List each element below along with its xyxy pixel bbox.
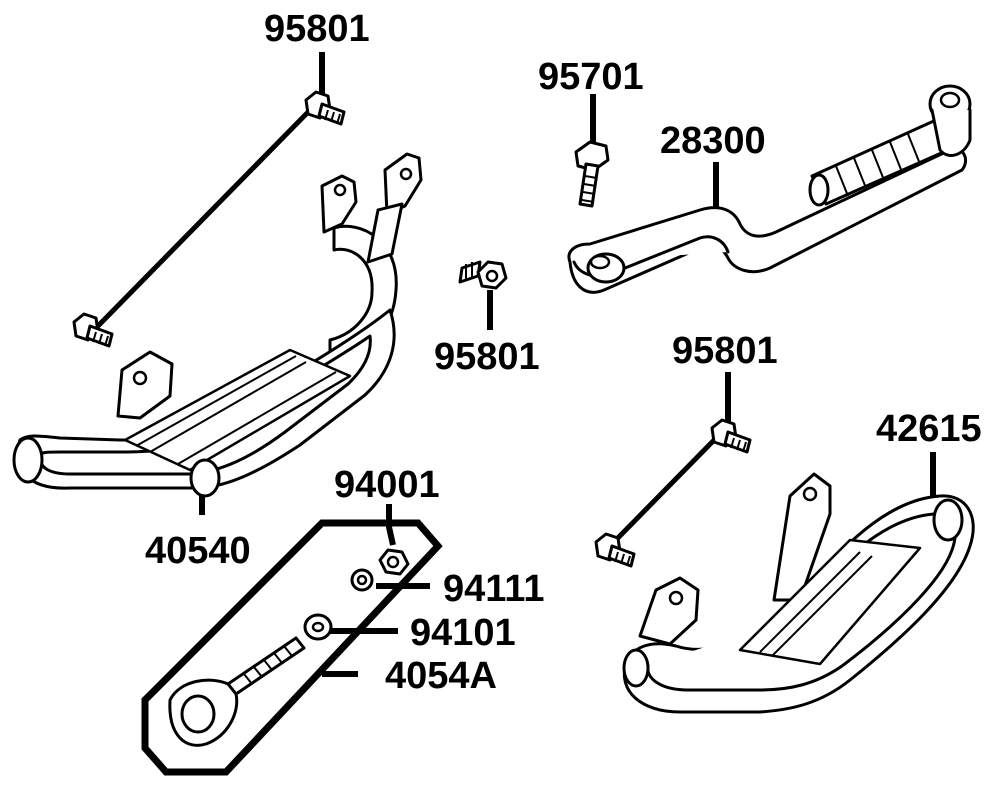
- label-95801-middle: 95801: [434, 336, 540, 378]
- label-4054A: 4054A: [385, 655, 497, 697]
- leader-95801-diagonal-right: [606, 430, 724, 550]
- bolt-95801-right-top-icon: [710, 418, 752, 454]
- label-94101: 94101: [410, 612, 516, 654]
- bolt-95801-top-left-icon: [304, 90, 346, 126]
- bolt-95801-lower-left-icon: [72, 312, 114, 348]
- bolt-95701-icon: [574, 140, 610, 208]
- left-guard-40540-icon: [12, 152, 423, 498]
- label-94001: 94001: [334, 464, 440, 506]
- adjuster-kit-4054A-icon: [141, 519, 443, 776]
- label-28300: 28300: [660, 120, 766, 162]
- label-95701: 95701: [538, 56, 644, 98]
- kick-lever-28300-icon: [567, 84, 972, 294]
- leader-95801-diagonal-left: [94, 102, 318, 330]
- label-42615: 42615: [876, 408, 982, 450]
- right-guard-42615-icon: [622, 472, 975, 714]
- bolt-95801-right-lower-icon: [594, 532, 636, 568]
- label-94111: 94111: [443, 568, 545, 610]
- label-95801-right: 95801: [672, 330, 778, 372]
- leader-94001: [386, 504, 396, 546]
- label-40540: 40540: [145, 530, 251, 572]
- label-95801-top-left: 95801: [264, 8, 370, 50]
- leader-lines: [94, 52, 936, 677]
- bolt-95801-middle-icon: [458, 260, 508, 290]
